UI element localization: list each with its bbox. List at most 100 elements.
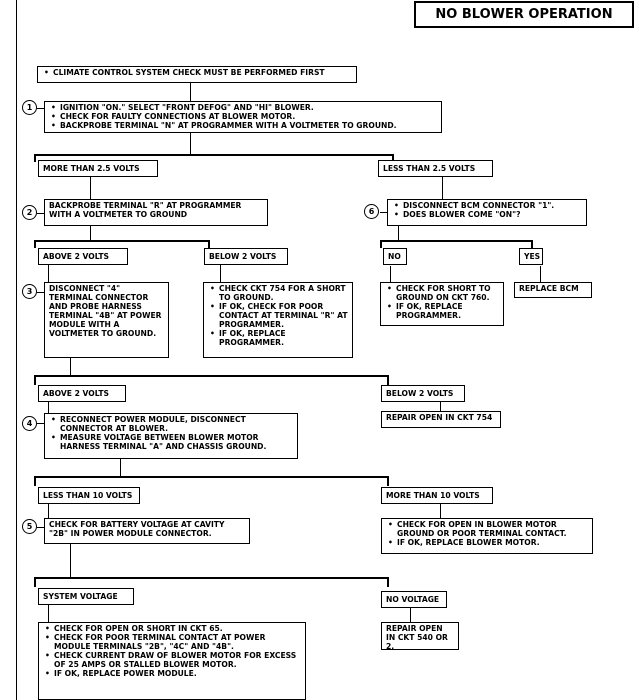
step-number-3: 3 <box>22 284 37 299</box>
precheck-text: CLIMATE CONTROL SYSTEM CHECK MUST BE PER… <box>42 68 352 78</box>
blower-ground-check-box: CHECK FOR OPEN IN BLOWER MOTOR GROUND OR… <box>381 518 593 554</box>
step-4-item: MEASURE VOLTAGE BETWEEN BLOWER MOTOR HAR… <box>49 433 293 452</box>
page-title-text: NO BLOWER OPERATION <box>435 7 613 22</box>
step-1-item: CHECK FOR FAULTY CONNECTIONS AT BLOWER M… <box>49 112 437 122</box>
step-1-box: IGNITION "ON." SELECT "FRONT DEFOG" AND … <box>44 101 442 133</box>
connector <box>48 265 49 282</box>
repair-ckt540-box: REPAIR OPEN IN CKT 540 OR 2. <box>381 622 459 651</box>
label-no-voltage: NO VOLTAGE <box>381 591 447 608</box>
ckt754-item: IF OK, CHECK FOR POOR CONTACT AT TERMINA… <box>208 302 348 330</box>
branch-line <box>34 240 210 242</box>
connector <box>540 266 541 282</box>
step-stub <box>37 292 44 293</box>
connector <box>390 266 391 282</box>
label-more-2-5-volts: MORE THAN 2.5 VOLTS <box>38 160 158 177</box>
connector <box>387 577 389 587</box>
connector <box>90 174 91 199</box>
step-1-item: BACKPROBE TERMINAL "N" AT PROGRAMMER WIT… <box>49 121 437 131</box>
step-number-4: 4 <box>22 416 37 431</box>
step-number-5: 5 <box>22 519 37 534</box>
step-stub <box>37 108 44 109</box>
step-4-box: RECONNECT POWER MODULE, DISCONNECT CONNE… <box>44 413 298 459</box>
connector <box>410 608 411 622</box>
label-less-2-5-volts: LESS THAN 2.5 VOLTS <box>378 160 493 177</box>
connector <box>34 154 36 162</box>
connector <box>48 504 49 518</box>
label-yes: YES <box>519 248 543 265</box>
repair-ckt540-text: REPAIR OPEN IN CKT 540 OR 2. <box>386 624 448 651</box>
final-check-item: CHECK FOR OPEN OR SHORT IN CKT 65. <box>43 624 301 634</box>
step-5-box: CHECK FOR BATTERY VOLTAGE AT CAVITY "2B"… <box>44 518 250 544</box>
branch-line <box>34 476 389 478</box>
blower-ground-item: IF OK, REPLACE BLOWER MOTOR. <box>386 538 588 548</box>
connector <box>392 154 394 162</box>
connector <box>48 402 49 413</box>
label-more-than-10-volts: MORE THAN 10 VOLTS <box>381 487 493 504</box>
step-5-text: CHECK FOR BATTERY VOLTAGE AT CAVITY "2B"… <box>49 520 225 538</box>
ckt760-item: CHECK FOR SHORT TO GROUND ON CKT 760. <box>385 284 499 303</box>
left-frame-line <box>16 0 17 700</box>
connector <box>190 133 191 155</box>
page-title: NO BLOWER OPERATION <box>414 1 634 28</box>
ckt754-item: IF OK, REPLACE PROGRAMMER. <box>208 329 348 348</box>
step-6-item: DOES BLOWER COME "ON"? <box>392 210 582 220</box>
step-stub <box>37 213 44 214</box>
final-check-item: IF OK, REPLACE POWER MODULE. <box>43 669 301 679</box>
ckt754-item: CHECK CKT 754 FOR A SHORT TO GROUND. <box>208 284 348 303</box>
step-number-2: 2 <box>22 205 37 220</box>
step-number-6: 6 <box>364 204 379 219</box>
step-6-box: DISCONNECT BCM CONNECTOR "1". DOES BLOWE… <box>387 199 587 226</box>
step-number-1: 1 <box>22 100 37 115</box>
label-above-2-volts: ABOVE 2 VOLTS <box>38 248 128 265</box>
connector <box>220 265 221 282</box>
branch-line <box>34 375 389 377</box>
step-stub <box>380 212 387 213</box>
final-check-item: CHECK FOR POOR TERMINAL CONTACT AT POWER… <box>43 633 301 652</box>
label-below-2-volts-b: BELOW 2 VOLTS <box>381 385 465 402</box>
replace-bcm-text: REPLACE BCM <box>519 284 579 293</box>
precheck-box: CLIMATE CONTROL SYSTEM CHECK MUST BE PER… <box>37 66 357 83</box>
label-no: NO <box>383 248 407 265</box>
step-2-text: BACKPROBE TERMINAL "R" AT PROGRAMMER WIT… <box>49 201 242 219</box>
connector <box>531 240 533 248</box>
connector <box>120 459 121 477</box>
label-above-2-volts-b: ABOVE 2 VOLTS <box>38 385 126 402</box>
connector <box>398 226 399 241</box>
connector <box>387 375 389 385</box>
step-3-box: DISCONNECT "4" TERMINAL CONNECTOR AND PR… <box>44 282 169 358</box>
branch-line <box>34 154 394 156</box>
connector <box>380 240 382 248</box>
label-system-voltage: SYSTEM VOLTAGE <box>38 588 134 605</box>
connector <box>440 504 441 518</box>
step-stub <box>37 527 44 528</box>
connector <box>387 476 389 486</box>
label-below-2-volts: BELOW 2 VOLTS <box>204 248 288 265</box>
repair-ckt754-text: REPAIR OPEN IN CKT 754 <box>386 413 493 422</box>
connector <box>34 240 36 248</box>
connector <box>440 402 441 411</box>
ckt760-checks-box: CHECK FOR SHORT TO GROUND ON CKT 760. IF… <box>380 282 504 326</box>
final-check-item: CHECK CURRENT DRAW OF BLOWER MOTOR FOR E… <box>43 651 301 670</box>
connector <box>70 358 71 376</box>
connector <box>70 544 71 578</box>
label-less-than-10-volts: LESS THAN 10 VOLTS <box>38 487 140 504</box>
branch-line <box>34 577 389 579</box>
repair-ckt754-box: REPAIR OPEN IN CKT 754 <box>381 411 501 428</box>
replace-bcm-box: REPLACE BCM <box>514 282 592 298</box>
connector <box>34 375 36 385</box>
ckt760-item: IF OK, REPLACE PROGRAMMER. <box>385 302 499 321</box>
step-1-item: IGNITION "ON." SELECT "FRONT DEFOG" AND … <box>49 103 437 113</box>
ckt754-checks-box: CHECK CKT 754 FOR A SHORT TO GROUND. IF … <box>203 282 353 358</box>
final-checks-box: CHECK FOR OPEN OR SHORT IN CKT 65. CHECK… <box>38 622 306 700</box>
branch-line <box>380 240 533 242</box>
step-2-box: BACKPROBE TERMINAL "R" AT PROGRAMMER WIT… <box>44 199 268 226</box>
connector <box>208 240 210 248</box>
step-4-item: RECONNECT POWER MODULE, DISCONNECT CONNE… <box>49 415 293 434</box>
connector <box>190 83 191 101</box>
step-3-text: DISCONNECT "4" TERMINAL CONNECTOR AND PR… <box>49 284 162 338</box>
blower-ground-item: CHECK FOR OPEN IN BLOWER MOTOR GROUND OR… <box>386 520 588 539</box>
connector <box>90 226 91 241</box>
step-6-item: DISCONNECT BCM CONNECTOR "1". <box>392 201 582 211</box>
connector <box>34 476 36 486</box>
connector <box>442 174 443 199</box>
